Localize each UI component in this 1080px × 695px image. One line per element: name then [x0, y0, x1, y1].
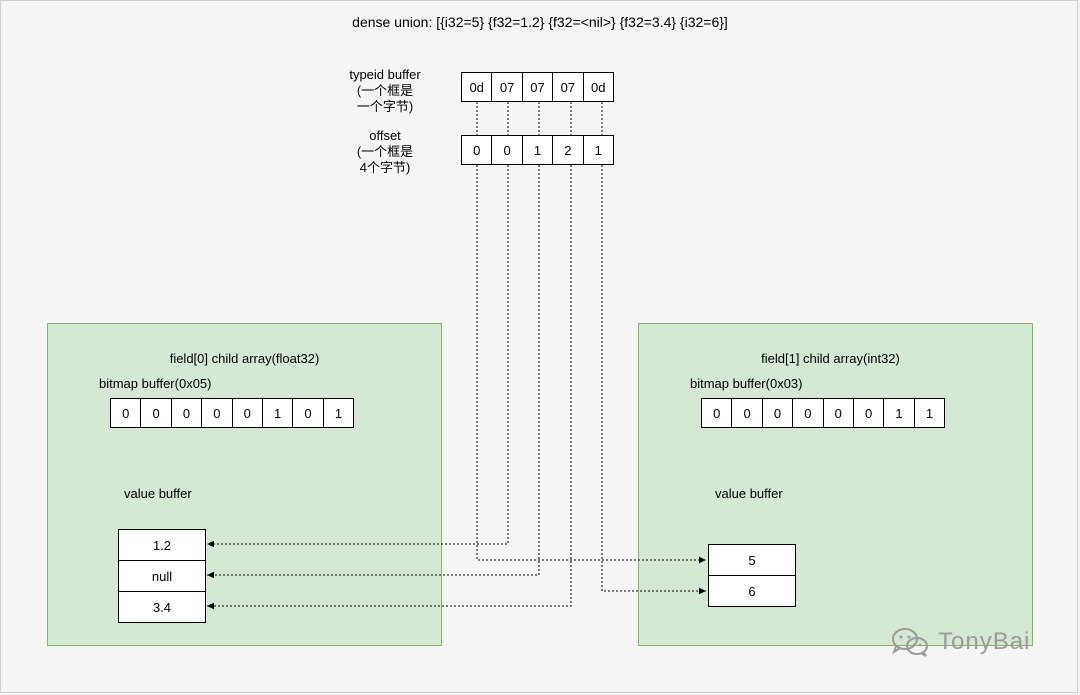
bitmap-cell: 0 — [792, 398, 824, 428]
float32-value-cell: 1.2 — [118, 529, 206, 561]
bitmap-cell: 0 — [231, 398, 263, 428]
offset-label-line: 4个字节) — [359, 160, 411, 175]
bitmap-cell: 1 — [883, 398, 915, 428]
typeid-buffer-label: typeid buffer (一个框是 一个字节) — [330, 67, 440, 115]
typeid-buffer: 0d 07 07 07 0d — [461, 72, 614, 102]
int32-child-title: field[1] child array(int32) — [761, 351, 900, 366]
typeid-cell: 07 — [491, 72, 523, 102]
float32-value-cell: null — [118, 560, 206, 592]
wechat-icon — [892, 628, 928, 657]
bitmap-cell: 0 — [761, 398, 794, 428]
bitmap-cell: 0 — [731, 398, 763, 428]
bitmap-cell: 0 — [170, 398, 203, 428]
bitmap-cell: 1 — [322, 398, 355, 428]
diagram-title: dense union: [{i32=5} {f32=1.2} {f32=<ni… — [352, 14, 728, 30]
watermark-text: TonyBai — [938, 628, 1031, 655]
offset-cell: 1 — [582, 135, 614, 165]
offset-label-line: offset — [369, 128, 401, 143]
int32-child-panel — [638, 323, 1033, 646]
float32-child-title: field[0] child array(float32) — [169, 351, 320, 366]
bitmap-cell: 0 — [822, 398, 854, 428]
offset-cell: 0 — [461, 135, 493, 165]
offset-buffer-label: offset (一个框是 4个字节) — [330, 128, 440, 176]
offset-label-line: (一个框是 — [356, 144, 414, 159]
float32-bitmap-label: bitmap buffer(0x05) — [99, 376, 212, 391]
bitmap-cell: 0 — [201, 398, 233, 428]
watermark: TonyBai — [890, 626, 1030, 658]
typeid-cell: 07 — [521, 72, 554, 102]
float32-bitmap-buffer: 0 0 0 0 0 1 0 1 — [110, 398, 355, 428]
offset-buffer: 0 0 1 2 1 — [461, 135, 614, 165]
typeid-cell: 0d — [461, 72, 493, 102]
float32-child-panel — [47, 323, 442, 646]
offset-cell: 0 — [491, 135, 523, 165]
int32-value-cell: 6 — [708, 575, 796, 607]
float32-value-buffer-label: value buffer — [124, 486, 192, 501]
int32-value-buffer-label: value buffer — [715, 486, 783, 501]
bitmap-cell: 0 — [110, 398, 142, 428]
bitmap-cell: 0 — [292, 398, 324, 428]
int32-value-cell: 5 — [708, 544, 796, 576]
int32-bitmap-buffer: 0 0 0 0 0 0 1 1 — [701, 398, 946, 428]
bitmap-cell: 1 — [261, 398, 294, 428]
float32-value-cell: 3.4 — [118, 591, 206, 623]
typeid-label-line: typeid buffer — [349, 67, 421, 82]
offset-cell: 1 — [521, 135, 554, 165]
typeid-label-line: 一个字节) — [356, 99, 414, 114]
typeid-cell: 07 — [552, 72, 584, 102]
int32-bitmap-label: bitmap buffer(0x03) — [690, 376, 803, 391]
typeid-label-line: (一个框是 — [356, 83, 414, 98]
bitmap-cell: 1 — [913, 398, 946, 428]
typeid-cell: 0d — [582, 72, 614, 102]
bitmap-cell: 0 — [140, 398, 172, 428]
bitmap-cell: 0 — [701, 398, 733, 428]
bitmap-cell: 0 — [852, 398, 885, 428]
offset-cell: 2 — [552, 135, 584, 165]
